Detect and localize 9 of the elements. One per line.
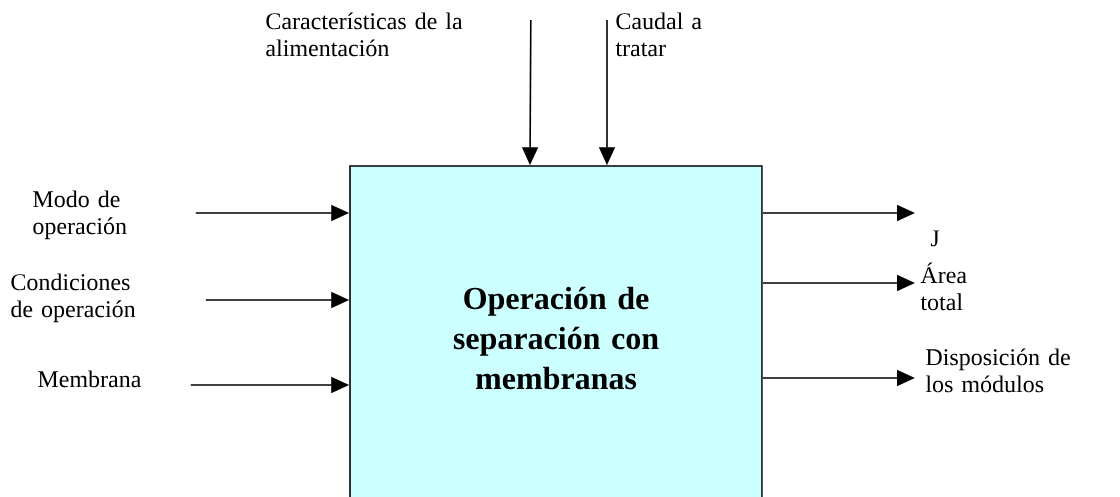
input-label: Disposición de los módulos — [925, 348, 1070, 393]
input-label: Condiciones de operación — [11, 273, 136, 323]
input-label: Características de la alimentación — [266, 12, 463, 57]
input-label: Modo de operación — [33, 190, 127, 240]
input-label: Caudal a tratar — [615, 12, 702, 57]
input-label: J — [930, 230, 940, 247]
input-label: Área total — [920, 262, 967, 311]
input-label: Membrana — [38, 370, 142, 388]
process-box: Operación de separación con membranas — [349, 165, 763, 497]
